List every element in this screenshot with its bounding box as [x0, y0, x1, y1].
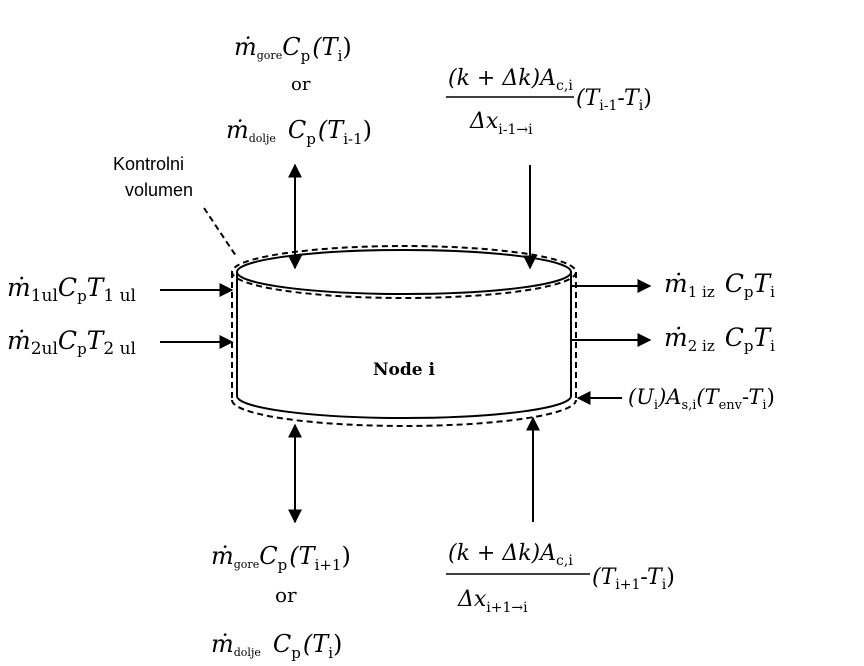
bottom-right-flux-denominator: Δxi+1→i	[457, 587, 528, 616]
control-volume-label-line1: Kontrolni	[113, 154, 184, 174]
node-label: Node i	[373, 360, 435, 380]
inlet2-expression: ṁ2ulCpT2 ul	[7, 326, 136, 359]
control-volume-leader	[203, 207, 237, 257]
control-volume-boundary	[231, 245, 577, 427]
bottom-right-flux-numerator: (k + Δk)Ac,i	[448, 541, 573, 569]
env-loss-expression: (Ui)As,i(Tenv-Ti)	[628, 385, 775, 413]
bottom-left-flux-option1: ṁgoreCp(Ti+1)	[211, 542, 351, 574]
bottom-right-flux-temperature-difference: (Ti+1-Ti)	[592, 565, 675, 593]
node-cylinder	[236, 249, 572, 419]
inlet1-expression: ṁ1ulCpT1 ul	[7, 273, 136, 306]
top-or-label: or	[291, 74, 311, 95]
top-left-flux-option1: ṁgoreCp(Ti)	[234, 33, 352, 65]
top-right-flux-numerator: (k + Δk)Ac,i	[448, 66, 573, 94]
top-right-flux-temperature-difference: (Ti-1-Ti)	[576, 86, 652, 114]
top-right-flux-denominator: Δxi-1→i	[469, 109, 533, 138]
control-volume-label-line2: volumen	[125, 180, 193, 200]
bottom-or-label: or	[275, 583, 297, 607]
